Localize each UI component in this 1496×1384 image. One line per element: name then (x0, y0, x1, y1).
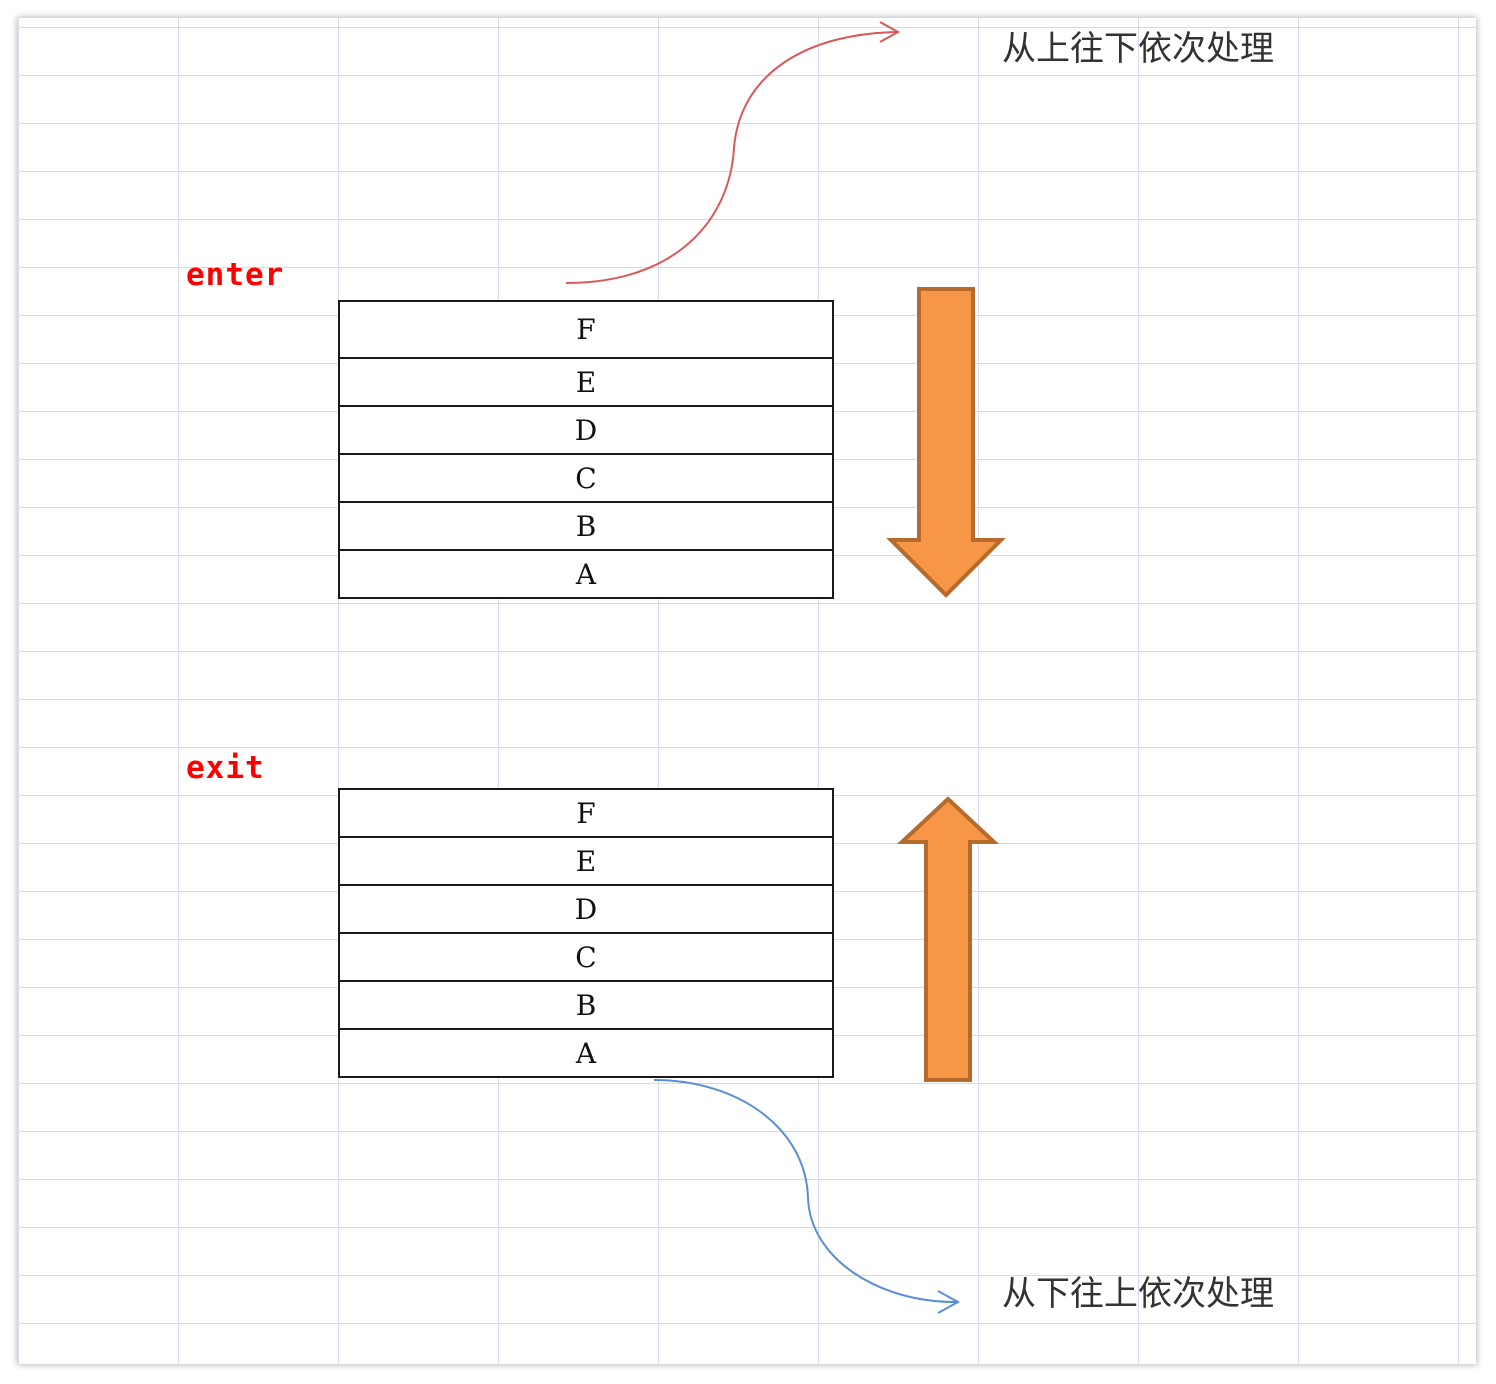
enter-label: enter (186, 257, 285, 293)
exit-stack-cell: B (340, 980, 832, 1028)
exit-label: exit (186, 750, 265, 786)
up-arrow-icon (896, 796, 1000, 1082)
top-curve-arrow (565, 31, 899, 284)
exit-stack-cell: A (340, 1028, 832, 1076)
bottom-curve-arrowhead-icon (937, 1290, 961, 1314)
exit-stack: F E D C B A (338, 788, 834, 1078)
exit-stack-cell: D (340, 884, 832, 932)
enter-stack-cell: D (340, 405, 832, 453)
enter-stack-cell: A (340, 549, 832, 597)
enter-stack: F E D C B A (338, 300, 834, 599)
bottom-up-note: 从下往上依次处理 (1002, 1274, 1274, 1314)
enter-stack-cell: E (340, 357, 832, 405)
enter-stack-cell: C (340, 453, 832, 501)
exit-stack-cell: C (340, 932, 832, 980)
exit-stack-cell: F (576, 796, 596, 830)
enter-stack-cell: B (340, 501, 832, 549)
enter-stack-cell: F (576, 313, 596, 346)
down-arrow-icon (886, 287, 1006, 598)
bottom-curve-arrow (653, 1079, 959, 1304)
spreadsheet-grid: enter F E D C B A exit F E D C B A 从上往下依… (18, 18, 1476, 1364)
top-down-note: 从上往下依次处理 (1002, 29, 1274, 69)
exit-stack-cell: E (340, 836, 832, 884)
diagram-overlay (565, 21, 1006, 1314)
top-curve-arrowhead-icon (879, 21, 901, 43)
